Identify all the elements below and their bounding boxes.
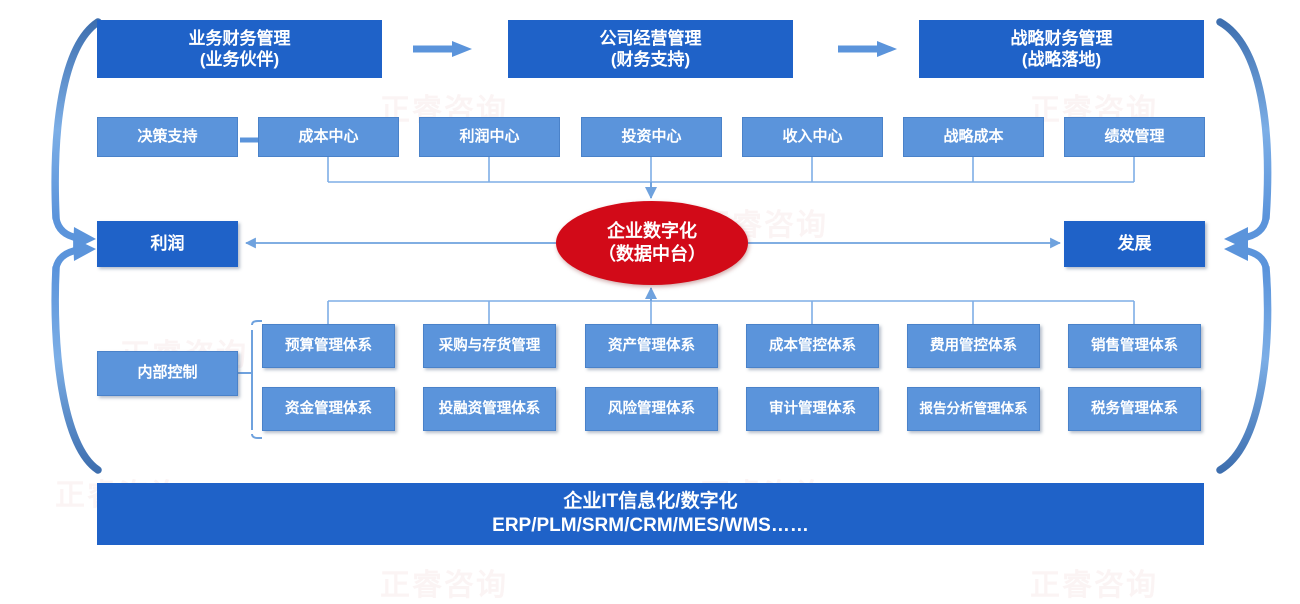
cost-center[interactable]: 成本中心: [258, 117, 399, 157]
arrow-right-2: [838, 41, 897, 57]
sales-management-system[interactable]: 销售管理体系: [1068, 324, 1201, 368]
asset-management-system[interactable]: 资产管理体系: [585, 324, 718, 368]
budget-management-system[interactable]: 预算管理体系: [262, 324, 395, 368]
cost-control-system[interactable]: 成本管控体系: [746, 324, 879, 368]
company-operation-management[interactable]: 公司经营管理 (财务支持): [508, 20, 793, 78]
business-finance-management[interactable]: 业务财务管理 (业务伙伴): [97, 20, 382, 78]
investment-center[interactable]: 投资中心: [581, 117, 722, 157]
it-digitalization-banner[interactable]: 企业IT信息化/数字化 ERP/PLM/SRM/CRM/MES/WMS……: [97, 483, 1204, 545]
performance-management[interactable]: 绩效管理: [1064, 117, 1205, 157]
internal-control[interactable]: 内部控制: [97, 351, 238, 396]
revenue-center[interactable]: 收入中心: [742, 117, 883, 157]
strategic-finance-management[interactable]: 战略财务管理 (战略落地): [919, 20, 1204, 78]
development-box[interactable]: 发展: [1064, 221, 1205, 267]
left-bracket-arrows: [51, 18, 102, 474]
banner-line-1: 企业IT信息化/数字化: [563, 491, 738, 513]
procurement-inventory-management[interactable]: 采购与存货管理: [423, 324, 556, 368]
banner-line-2: ERP/PLM/SRM/CRM/MES/WMS……: [492, 515, 809, 536]
upper-bus-connector: [327, 157, 1135, 183]
profit-center[interactable]: 利润中心: [419, 117, 560, 157]
audit-management-system[interactable]: 审计管理体系: [746, 387, 879, 431]
internal-control-bracket: [238, 320, 262, 439]
strategic-cost[interactable]: 战略成本: [903, 117, 1044, 157]
arrow-right-1: [413, 41, 472, 57]
enterprise-digitalization-hub[interactable]: 企业数字化 （数据中台）: [556, 201, 748, 285]
fund-management-system[interactable]: 资金管理体系: [262, 387, 395, 431]
profit-box[interactable]: 利润: [97, 221, 238, 267]
tax-management-system[interactable]: 税务管理体系: [1068, 387, 1201, 431]
expense-control-system[interactable]: 费用管控体系: [907, 324, 1040, 368]
right-bracket-arrows: [1216, 18, 1272, 474]
decision-support[interactable]: 决策支持: [97, 117, 238, 157]
risk-management-system[interactable]: 风险管理体系: [585, 387, 718, 431]
lower-bus-connector: [327, 300, 1135, 324]
investment-financing-management-system[interactable]: 投融资管理体系: [423, 387, 556, 431]
report-analysis-management-system[interactable]: 报告分析管理体系: [907, 387, 1040, 431]
